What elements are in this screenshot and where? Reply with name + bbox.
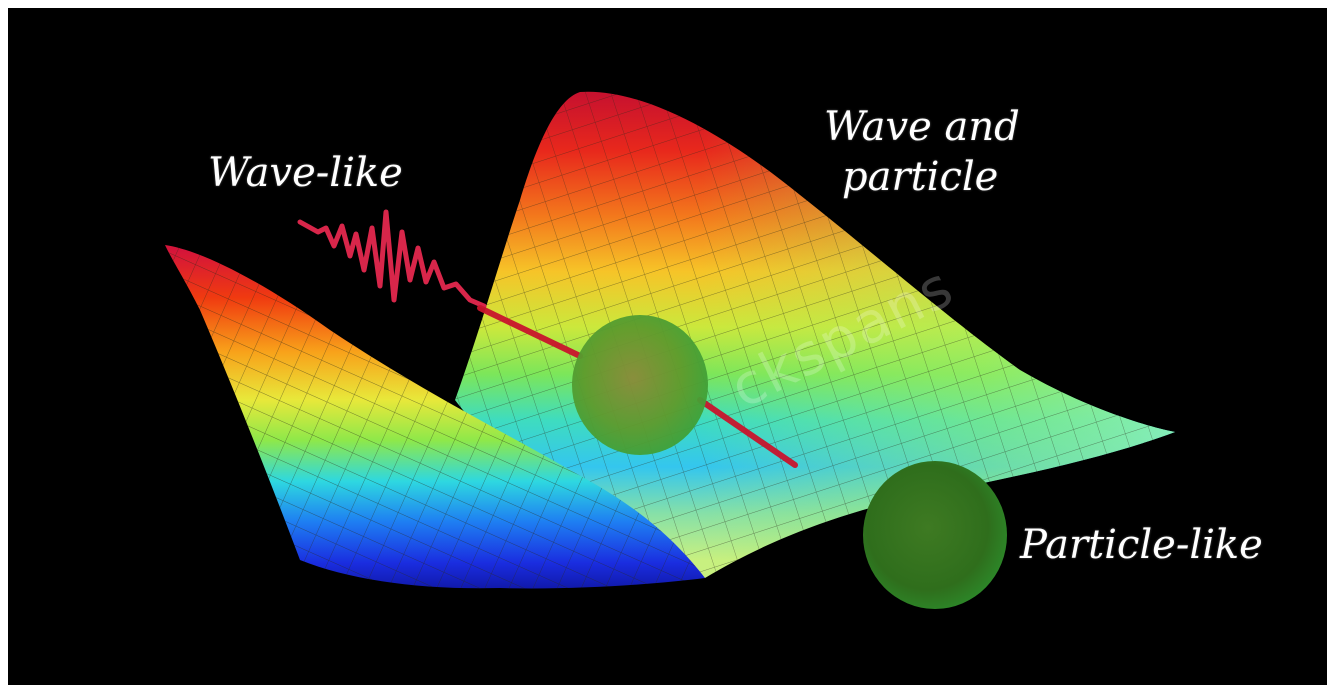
- wave-particle-surface: [455, 91, 1175, 578]
- wave-trace-squiggle: [297, 209, 487, 309]
- wave-and-particle-label: Wave and particle: [824, 102, 1020, 202]
- wave-like-label: Wave-like: [208, 150, 403, 196]
- wave-and-particle-label-line1: Wave and: [824, 104, 1020, 150]
- particle-like-sphere: [863, 461, 1007, 609]
- particle-like-label: Particle-like: [1020, 522, 1263, 568]
- wave-and-particle-label-line2: particle: [842, 154, 999, 200]
- particle-trajectory-line: [477, 305, 798, 468]
- particle-sphere-on-surface: [572, 315, 708, 455]
- wave-like-surface: [165, 245, 705, 589]
